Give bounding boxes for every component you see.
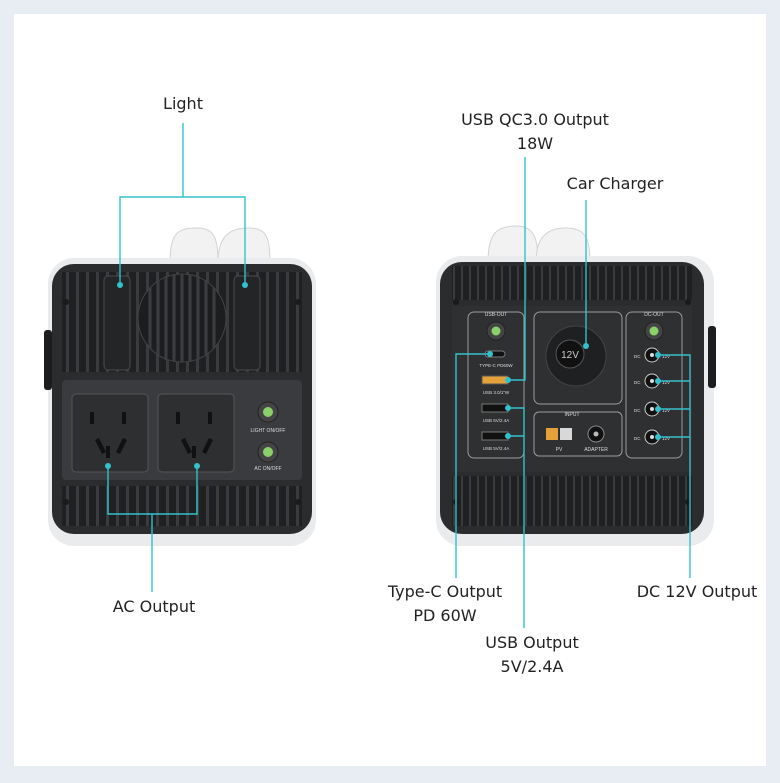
dc-out-label: DC-OUT (644, 312, 663, 318)
ac-socket-2 (157, 393, 235, 473)
dc-switch-led (649, 326, 659, 336)
dc-callout-bracket (658, 354, 691, 438)
handle-left (169, 227, 219, 263)
handle-right (217, 227, 271, 263)
callout-dots (105, 282, 661, 469)
light-switch-led (263, 407, 273, 417)
fan-slats (148, 274, 216, 362)
lamp-right (233, 275, 261, 371)
car-charger-inner (555, 339, 585, 369)
dc-label-4: DC (634, 436, 641, 441)
usb-output-label-line2: 5V/2.4A (500, 657, 564, 676)
dc-output-label: DC 12V Output (636, 582, 758, 601)
adapter-label: ADAPTER (584, 447, 608, 453)
lamp-left (103, 275, 131, 371)
light-switch-label: LIGHT ON/OFF (251, 428, 286, 434)
typec-label-line2: PD 60W (413, 606, 477, 625)
usb-callout-bracket (508, 407, 525, 437)
bottom-vent (62, 486, 302, 526)
side-latch-right (708, 326, 716, 388)
dc-volt-4: 12V (662, 436, 670, 441)
dc-ports (644, 347, 660, 445)
dc-label-3: DC (634, 408, 641, 413)
pv-label: PV (556, 447, 563, 453)
typec-port-label: TYPE-C PD60W (479, 363, 513, 368)
usb-port-2[interactable] (481, 431, 509, 441)
front-device: LIGHT ON/OFF AC ON/OFF (44, 227, 316, 546)
ac-socket-1 (71, 393, 149, 473)
top-vent (452, 266, 692, 300)
input-label: INPUT (565, 412, 580, 418)
dc-label-2: DC (634, 380, 641, 385)
back-device: USB-OUT TYPE-C PD60W USB 3.0/1"W USB 5V/… (436, 225, 716, 546)
dc-out-frame (625, 311, 683, 459)
typec-label-line1: Type-C Output (387, 582, 503, 601)
ac-switch-label: AC ON/OFF (254, 466, 281, 472)
car-charger-label-callout: Car Charger (566, 174, 664, 193)
dc-volt-1: 12V (662, 354, 670, 359)
typec-callout (455, 353, 490, 578)
ac-output-label: AC Output (112, 597, 196, 616)
dc-volt-2: 12V (662, 380, 670, 385)
usb-qc-port[interactable] (481, 375, 509, 385)
dc-label-1: DC (634, 354, 641, 359)
usb-qc-label-line2: 18W (516, 134, 554, 153)
usb-port-2-label: USB 5V/2.4A (483, 446, 510, 451)
light-label: Light (163, 94, 203, 113)
usb-out-frame (467, 311, 525, 459)
pv-port-minus[interactable] (560, 428, 572, 440)
car-charger-frame (533, 311, 623, 405)
adapter-pin (593, 431, 599, 437)
pv-port-plus[interactable] (546, 428, 558, 440)
ac-switch-led (263, 447, 273, 457)
usb-qc-callout (508, 157, 526, 381)
callout-lines (107, 123, 691, 628)
usb-port-1[interactable] (481, 403, 509, 413)
bottom-vent (452, 476, 692, 526)
handle-right (535, 227, 591, 263)
usb-port-1-label: USB 5V/2.4A (483, 418, 510, 423)
ac-socket-pins (90, 412, 213, 458)
usb-output-label-line1: USB Output (485, 633, 579, 652)
usb-switch-led (491, 326, 501, 336)
input-frame (533, 411, 623, 457)
side-latch-left (44, 330, 52, 390)
usb-qc-port-label: USB 3.0/1"W (483, 390, 510, 395)
light-callout-bracket (119, 196, 246, 285)
car-charger-label: 12V (561, 350, 579, 361)
front-screws (63, 299, 301, 505)
usb-qc-label-line1: USB QC3.0 Output (461, 110, 609, 129)
dc-volt-3: 12V (662, 408, 670, 413)
usb-out-label: USB-OUT (485, 312, 508, 318)
